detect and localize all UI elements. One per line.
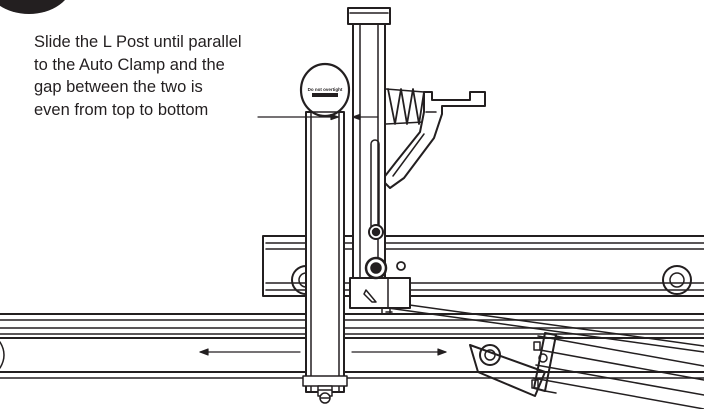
slide-arrows (199, 348, 447, 356)
angled-cylinder (469, 332, 704, 409)
auto-clamp-spring (385, 88, 425, 125)
l-post (302, 111, 348, 404)
adjustment-knob (299, 62, 351, 118)
knob-label: Do not overtight (308, 87, 343, 92)
lower-guide-rail (0, 313, 704, 379)
auto-clamp-lever (381, 91, 486, 189)
instruction-text: Slide the L Post until parallel to the A… (34, 33, 242, 119)
auto-clamp (347, 7, 411, 309)
gap-arrows (257, 113, 379, 121)
rail-roller (662, 265, 692, 295)
